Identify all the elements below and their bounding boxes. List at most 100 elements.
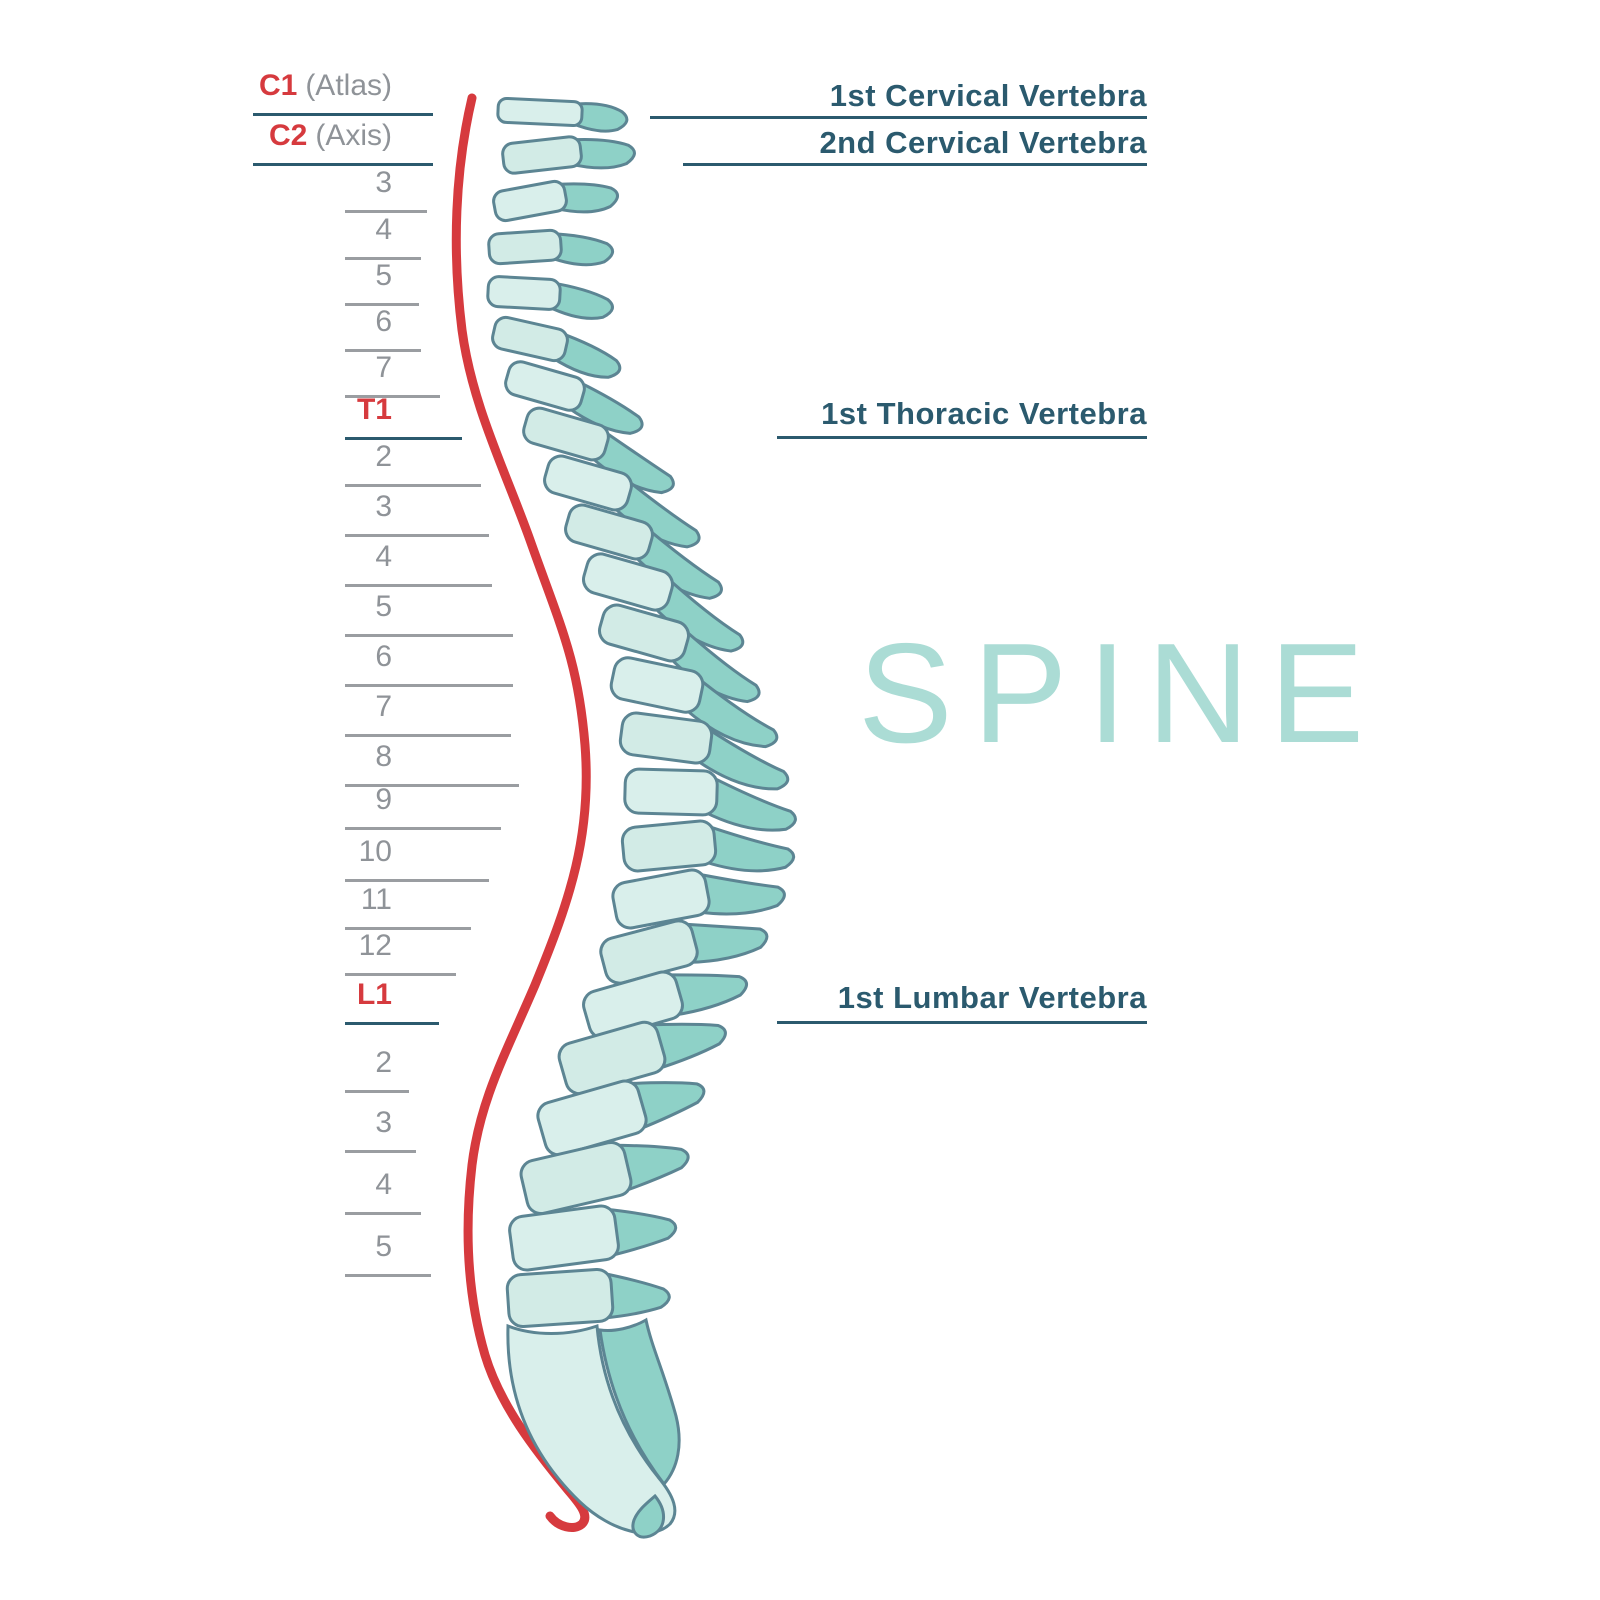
- annotation-line-2nd-cervical: [683, 163, 1147, 166]
- vertebra-key: 2: [375, 1046, 392, 1079]
- vertebra-key: 6: [375, 640, 392, 673]
- spinous-process: [699, 821, 796, 873]
- sacrum: [506, 1317, 681, 1539]
- vertebra-key: 4: [375, 540, 392, 573]
- vertebra-tick-line-5: [345, 349, 421, 352]
- vertebral-body: [564, 503, 654, 561]
- vertebra-tick-line-4: [345, 303, 419, 306]
- vertebra-c3: [492, 179, 620, 223]
- vertebra-label-4-3: 4: [375, 209, 392, 251]
- vertebra-tick-line-2: [345, 210, 427, 213]
- vertebral-body: [618, 711, 714, 765]
- vertebra-tick-line-15: [345, 827, 501, 830]
- vertebra-tick-line-20: [345, 1090, 409, 1093]
- spinous-process: [596, 1270, 671, 1320]
- spinous-process: [599, 1207, 678, 1259]
- vertebra-label-6-12: 6: [375, 636, 392, 678]
- vertebra-key: 5: [375, 590, 392, 623]
- vertebra-label-10-16: 10: [359, 831, 392, 873]
- vertebra-key: 5: [375, 1230, 392, 1263]
- vertebra-label-11-17: 11: [361, 879, 392, 921]
- vertebral-body: [543, 454, 633, 512]
- vertebra-label-5-4: 5: [375, 255, 392, 297]
- vertebra-key-suffix: (Axis): [315, 119, 392, 152]
- vertebral-body: [501, 135, 583, 175]
- vertebra-key: 3: [375, 490, 392, 523]
- vertebral-body: [623, 767, 719, 817]
- annotation-line-1st-thoracic: [777, 436, 1147, 439]
- annotation-1st-thoracic: 1st Thoracic Vertebra: [821, 396, 1147, 431]
- vertebra-c4: [487, 228, 615, 267]
- vertebral-body: [491, 315, 569, 363]
- vertebra-label-l1-19: L1: [357, 974, 392, 1016]
- vertebra-t10: [611, 868, 786, 930]
- vertebra-l1: [557, 1020, 727, 1096]
- vertebra-key: T1: [356, 393, 392, 426]
- sacrum-ridge: [598, 1317, 681, 1487]
- vertebra-tick-line-1: [253, 163, 433, 166]
- vertebra-t4: [582, 552, 745, 653]
- vertebra-tick-line-23: [345, 1274, 431, 1277]
- vertebra-label-5-11: 5: [375, 586, 392, 628]
- vertebra-label-3-9: 3: [375, 486, 392, 528]
- spinous-process: [683, 671, 779, 749]
- annotation-1st-cervical: 1st Cervical Vertebra: [829, 78, 1147, 113]
- vertebra-label-c1-0: C1(Atlas): [259, 65, 392, 107]
- vertebra-tick-line-13: [345, 734, 511, 737]
- sacrum-body: [506, 1323, 677, 1535]
- vertebra-t8: [623, 767, 797, 832]
- vertebra-label-7-13: 7: [375, 686, 392, 728]
- vertebra-key: 4: [375, 1168, 392, 1201]
- vertebra-label-7-6: 7: [375, 347, 392, 389]
- vertebra-key: 7: [375, 690, 392, 723]
- vertebra-l4: [508, 1204, 678, 1272]
- vertebra-label-2-8: 2: [375, 436, 392, 478]
- vertebra-key: C1: [258, 69, 298, 102]
- vertebra-label-c2-1: C2(Axis): [269, 115, 392, 157]
- vertebra-key-suffix: (Atlas): [305, 69, 392, 102]
- diagram-title: SPINE: [858, 614, 1385, 773]
- vertebra-label-4-10: 4: [375, 536, 392, 578]
- vertebra-l2: [536, 1079, 706, 1157]
- vertebra-tick-line-17: [345, 927, 471, 930]
- vertebra-l5: [505, 1267, 671, 1329]
- vertebra-label-4-22: 4: [375, 1164, 392, 1206]
- vertebra-key: 2: [375, 440, 392, 473]
- vertebra-key: 3: [375, 166, 392, 199]
- vertebra-tick-line-21: [345, 1150, 416, 1153]
- vertebra-label-t1-7: T1: [357, 389, 392, 431]
- vertebra-tick-line-10: [345, 584, 492, 587]
- vertebra-label-9-15: 9: [375, 779, 392, 821]
- vertebra-label-3-2: 3: [375, 162, 392, 204]
- annotation-1st-lumbar: 1st Lumbar Vertebra: [837, 980, 1147, 1015]
- vertebral-body: [492, 179, 568, 223]
- vertebra-key: 4: [375, 213, 392, 246]
- spinous-process: [675, 922, 769, 964]
- vertebra-tick-line-19: [345, 1022, 439, 1025]
- coccyx: [631, 1493, 665, 1539]
- vertebra-tick-line-18: [345, 973, 456, 976]
- vertebral-body: [522, 406, 610, 462]
- vertebral-body: [487, 228, 563, 266]
- vertebra-t12: [582, 970, 749, 1040]
- vertebra-tick-line-7: [345, 437, 462, 440]
- vertebra-tick-line-9: [345, 534, 489, 537]
- vertebral-body: [597, 603, 691, 663]
- vertebral-body: [582, 552, 674, 612]
- vertebra-tick-line-8: [345, 484, 481, 487]
- vertebra-tick-line-0: [253, 113, 433, 116]
- vertebra-label-8-14: 8: [375, 736, 392, 778]
- vertebral-body: [496, 96, 584, 128]
- vertebra-tick-line-11: [345, 634, 513, 637]
- vertebra-key: 10: [358, 835, 392, 868]
- vertebra-key: C2: [268, 119, 308, 152]
- vertebral-body: [508, 1204, 620, 1272]
- spinous-process: [702, 771, 797, 832]
- vertebra-tick-line-16: [345, 879, 489, 882]
- spinous-process: [565, 138, 636, 170]
- vertebral-body: [519, 1140, 633, 1216]
- vertebra-t11: [599, 919, 769, 985]
- vertebra-c5: [486, 275, 614, 320]
